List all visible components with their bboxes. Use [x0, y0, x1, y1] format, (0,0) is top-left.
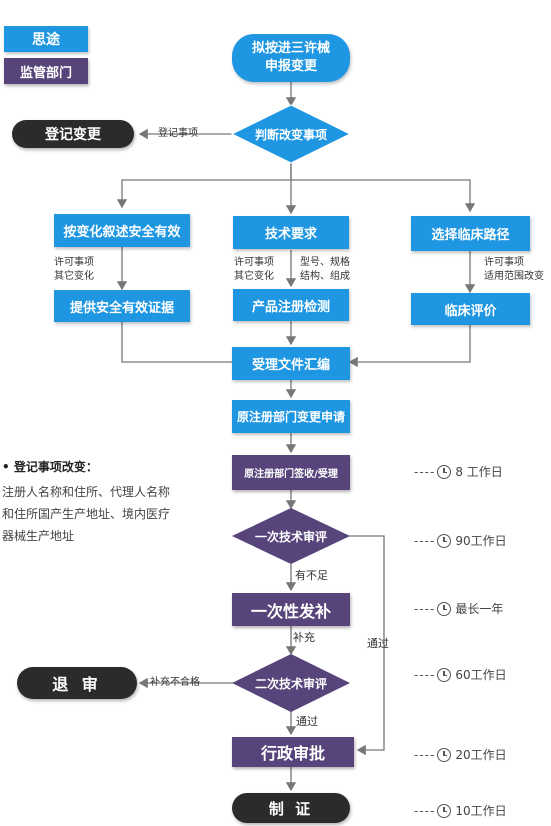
apply-node: 原注册部门变更申请: [232, 400, 350, 433]
reject-node: 退 审: [17, 667, 137, 699]
passed-label-1: 通过: [367, 637, 389, 650]
judge-diamond: [230, 104, 352, 164]
time-supplement: ----最长一年: [414, 601, 504, 616]
side-note: • 登记事项改变： 注册人名称和住所、代理人名称 和住所国产生产地址、境内医疗 …: [2, 458, 202, 547]
time-first-review-text: 90工作日: [455, 534, 507, 548]
time-approve-text: 20工作日: [455, 748, 507, 762]
supplement-more-label: 补充: [293, 631, 315, 644]
side-note-body: 注册人名称和住所、代理人名称 和住所国产生产地址、境内医疗 器械生产地址: [2, 485, 171, 543]
evidence-node: 提供安全有效证据: [54, 290, 190, 322]
clock-icon: [437, 747, 452, 762]
time-issue-text: 10工作日: [455, 804, 507, 818]
time-accept: ----8 工作日: [414, 464, 503, 479]
reg-items-label: 登记事项: [158, 128, 198, 139]
clock-icon: [437, 667, 452, 682]
first-review-diamond: [232, 508, 350, 564]
time-accept-text: 8 工作日: [455, 465, 503, 479]
insufficient-label: 有不足: [295, 569, 328, 582]
time-issue: ----10工作日: [414, 803, 507, 818]
tech-node: 技术要求: [233, 216, 349, 249]
legend-authority: 监管部门: [4, 58, 88, 84]
license-other-label-2: 许可事项 其它变化: [234, 257, 274, 282]
accept-node: 原注册部门签收/受理: [232, 455, 350, 490]
supplement-node: 一次性发补: [232, 593, 350, 626]
first-review-label: 一次技术审评: [254, 529, 327, 544]
clock-icon: [437, 803, 452, 818]
supplement-fail-label: 补充不合格: [150, 677, 200, 688]
clinical-eval-node: 临床评价: [411, 293, 530, 325]
license-scope-label: 许可事项 适用范围改变: [484, 257, 544, 282]
legend-route: 思途: [4, 26, 88, 52]
passed-label-2: 通过: [296, 715, 318, 728]
registration-test-node: 产品注册检测: [233, 289, 349, 321]
time-approve: ----20工作日: [414, 747, 507, 762]
time-supplement-text: 最长一年: [455, 602, 504, 616]
judge-label: 判断改变事项: [254, 127, 327, 142]
license-other-label-1: 许可事项 其它变化: [54, 257, 94, 282]
approve-node: 行政审批: [232, 737, 354, 767]
reg-change-node: 登记变更: [12, 120, 134, 148]
issue-node: 制 证: [232, 793, 350, 823]
second-review-label: 二次技术审评: [254, 676, 327, 691]
clinical-path-node: 选择临床路径: [411, 216, 530, 251]
clock-icon: [437, 601, 452, 616]
time-second-review: ----60工作日: [414, 667, 507, 682]
second-review-diamond: [232, 654, 350, 712]
clock-icon: [437, 464, 452, 479]
compile-node: 受理文件汇编: [232, 347, 350, 380]
start-node: 拟按进三许械 申报变更: [232, 34, 350, 82]
side-note-title: 登记事项改变：: [13, 460, 98, 474]
clock-icon: [437, 533, 452, 548]
model-spec-label: 型号、规格 结构、组成: [300, 257, 350, 282]
time-first-review: ----90工作日: [414, 533, 507, 548]
time-second-review-text: 60工作日: [455, 668, 507, 682]
safety-node: 按变化叙述安全有效: [54, 214, 190, 247]
